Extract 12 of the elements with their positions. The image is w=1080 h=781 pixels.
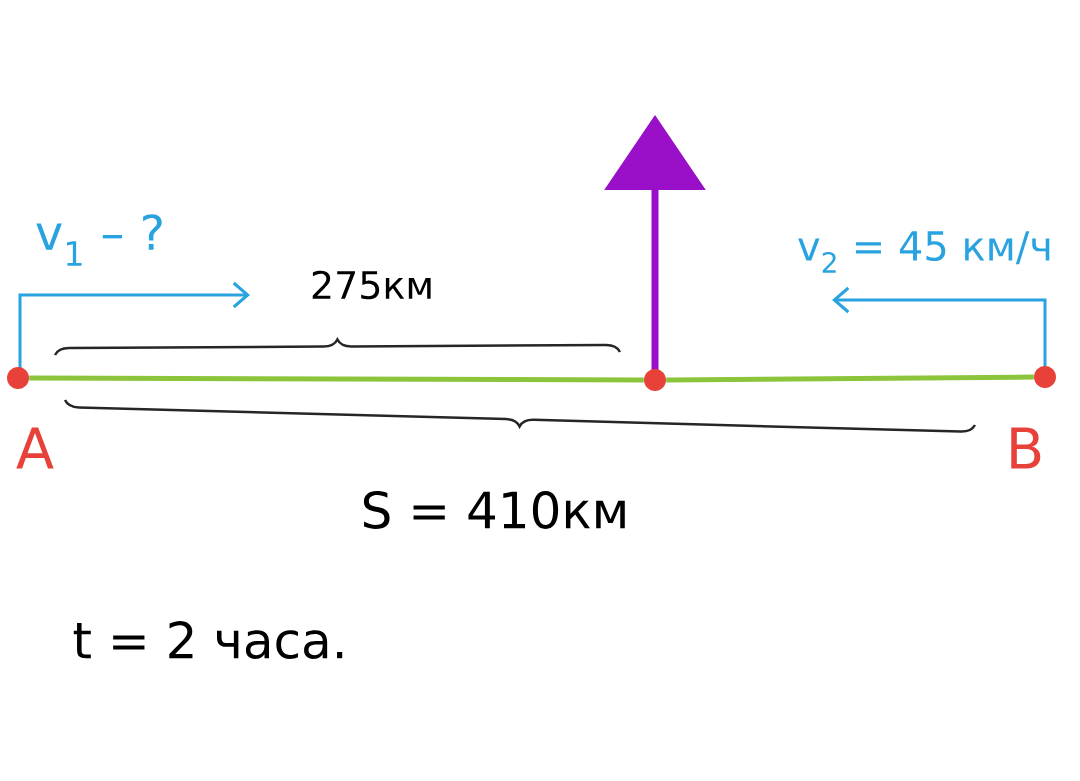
road-line <box>29 375 644 383</box>
point-label: A <box>16 427 54 469</box>
label: S = 410км <box>363 491 625 529</box>
road-line <box>666 374 1034 383</box>
point <box>7 367 29 389</box>
label: t = 2 часа. <box>73 621 343 659</box>
label: v$_{1}$ – ? <box>36 214 162 266</box>
label: 275км <box>312 270 431 300</box>
point <box>1034 366 1056 388</box>
point-label: B <box>1011 427 1041 469</box>
label: v$_{2}$ = 45 км/ч <box>798 231 1050 273</box>
point <box>644 369 666 391</box>
